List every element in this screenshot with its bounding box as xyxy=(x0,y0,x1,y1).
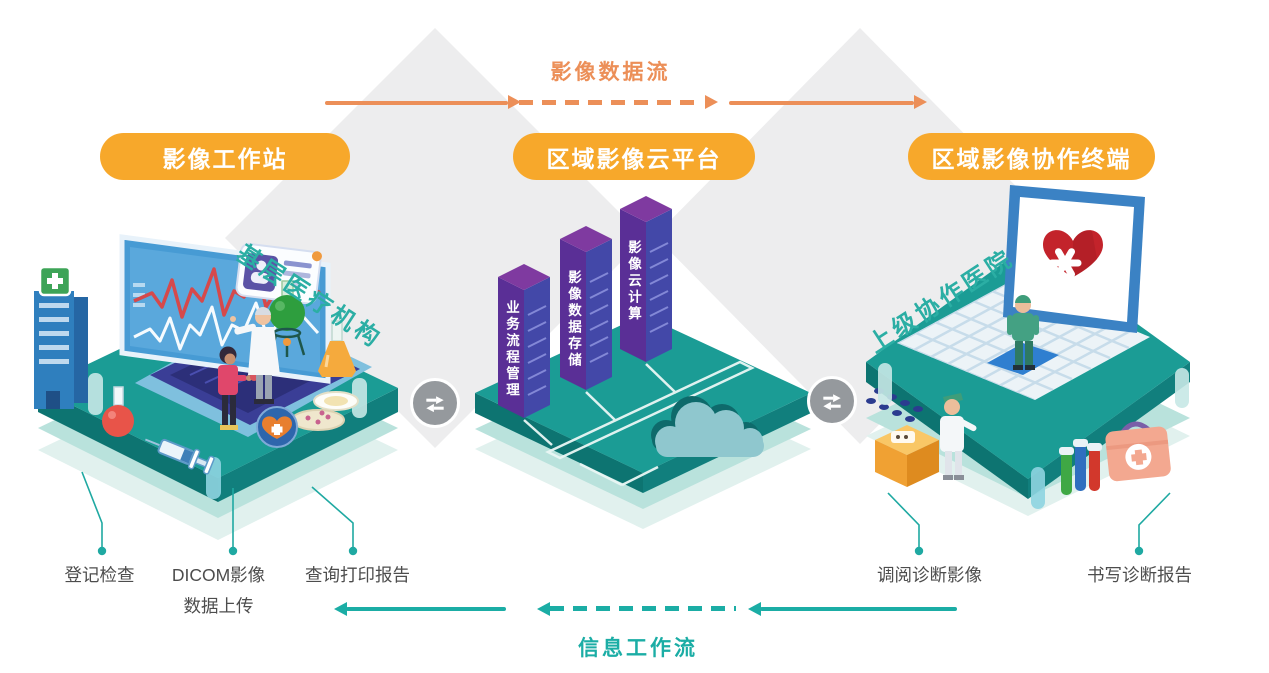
red-flask xyxy=(102,386,134,437)
cloud-module-image-storage: 影像数据存储 xyxy=(566,270,581,369)
flow-arrow-dashed xyxy=(519,100,703,105)
patient-figure xyxy=(218,346,258,430)
arrow-right-icon xyxy=(508,95,521,109)
doctor-figure xyxy=(230,307,280,404)
cloud-module-workflow-management: 业务流程管理 xyxy=(504,300,519,399)
syringe xyxy=(145,438,215,475)
cloud-module-cloud-computing: 影像云计算 xyxy=(626,240,641,323)
station-pill-collab-terminal: 区域影像协作终端 xyxy=(908,133,1155,180)
info-work-flow-label: 信息工作流 xyxy=(578,637,698,660)
workstation-illustration xyxy=(34,234,398,540)
erlenmeyer-flask xyxy=(318,320,356,377)
doctor-figure-green xyxy=(1007,295,1039,370)
server-tower-2 xyxy=(560,226,612,390)
flow-arrow-line xyxy=(346,607,506,611)
patient-card xyxy=(235,242,322,305)
petri-dishes xyxy=(291,391,359,431)
laptop-screen xyxy=(1003,185,1145,333)
heart-badge-icon xyxy=(256,406,298,448)
hospital-building xyxy=(34,265,88,409)
arrow-left-icon xyxy=(537,602,550,616)
heart-cross-icon xyxy=(1043,230,1103,278)
circuit-traces xyxy=(523,360,755,487)
station-pill-cloud-platform: 区域影像云平台 xyxy=(513,133,755,180)
arrow-right-icon xyxy=(705,95,718,109)
server-tower-3 xyxy=(620,196,672,362)
arrow-right-icon xyxy=(914,95,927,109)
task-retrieve-diagnostic-images: 调阅诊断影像 xyxy=(877,565,982,585)
flow-arrow-line xyxy=(325,101,508,105)
avatar xyxy=(256,260,267,271)
arrow-left-icon xyxy=(334,602,347,616)
station-pill-workstation: 影像工作站 xyxy=(100,133,350,180)
image-data-flow-label: 影像数据流 xyxy=(550,61,671,84)
glass-cylinder xyxy=(1031,467,1045,509)
hospital-terminal-illustration xyxy=(866,185,1190,516)
flow-arrow-line xyxy=(760,607,957,611)
server-tower-1 xyxy=(498,264,550,418)
flow-arrow-line xyxy=(729,101,914,105)
glass-cylinder xyxy=(352,378,367,418)
glass-cylinder xyxy=(878,363,892,405)
flow-arrow-dashed xyxy=(550,606,736,611)
data-exchange-icon xyxy=(807,376,857,426)
task-query-print-report: 查询打印报告 xyxy=(305,565,410,585)
cloud-cutout xyxy=(651,396,764,457)
data-exchange-icon xyxy=(410,378,460,428)
doctor-figure-white xyxy=(940,393,977,480)
glass-cylinder xyxy=(1175,368,1189,408)
green-cross-icon xyxy=(38,265,72,297)
arrow-left-icon xyxy=(748,602,761,616)
glass-cylinder xyxy=(88,373,103,415)
first-aid-box xyxy=(875,425,939,487)
task-write-diagnostic-report: 书写诊断报告 xyxy=(1087,565,1192,585)
task-dicom-upload: DICOM影像 数据上传 xyxy=(171,565,266,616)
platform-top xyxy=(475,315,811,473)
medical-case xyxy=(1105,421,1171,482)
cloud-platform-illustration xyxy=(475,196,811,529)
task-registration-check: 登记检查 xyxy=(64,565,135,585)
test-tubes xyxy=(1059,439,1102,495)
